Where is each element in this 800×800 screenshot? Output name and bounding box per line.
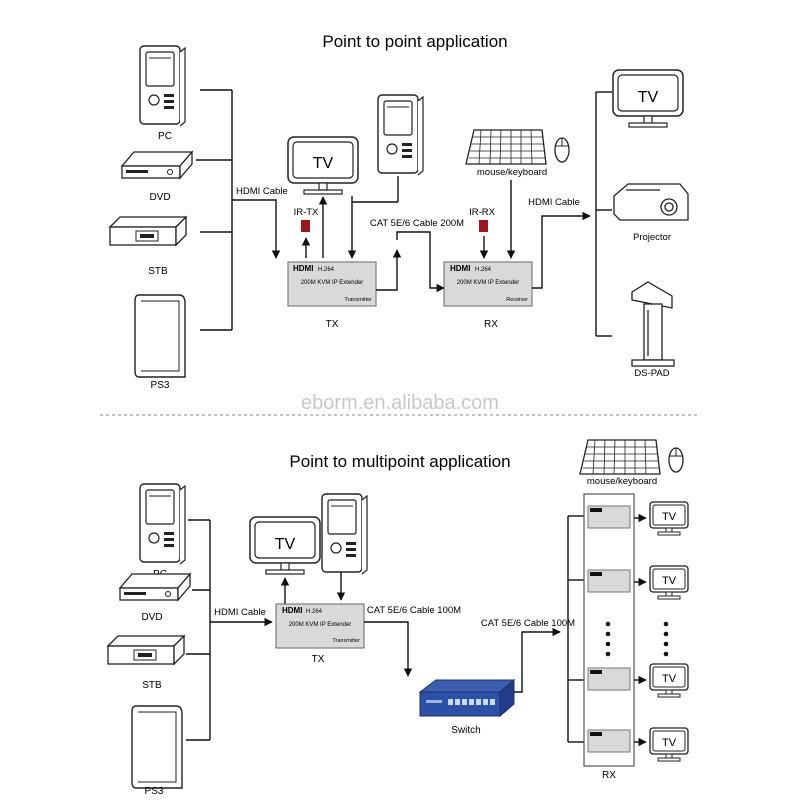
pc-icon-bottom [139, 483, 186, 565]
source-label-stb: STB [148, 266, 168, 277]
svg-text:H.264: H.264 [475, 267, 492, 273]
stb-icon-bottom [107, 635, 185, 665]
svg-text:HDMI: HDMI [282, 606, 302, 615]
top-output-bus [532, 91, 612, 337]
bottom-local-pc-icon [321, 493, 368, 575]
switch-label: Switch [451, 725, 480, 736]
rx-tv-label-2: TV [662, 575, 677, 587]
bottom-cat-cable-2 [514, 515, 584, 743]
svg-text:200M KVM IP Extender: 200M KVM IP Extender [289, 622, 352, 628]
output-label-projector: Projector [633, 232, 671, 243]
top-mouse-keyboard-label: mouse/keyboard [477, 167, 547, 178]
ir-tx-label: IR-TX [294, 207, 319, 218]
source-label-ps3-bottom: PS3 [145, 786, 164, 797]
svg-text:HDMI: HDMI [450, 264, 470, 273]
rx-label: RX [484, 319, 498, 330]
rx-rack [583, 493, 635, 767]
local-pc-icon [377, 94, 424, 176]
svg-text:H.264: H.264 [306, 609, 323, 615]
rx-tv-label-1: TV [662, 511, 677, 523]
ir-rx-sensor [479, 220, 488, 232]
top-tx-links [301, 176, 399, 259]
source-label-dvd: DVD [149, 192, 170, 203]
rx-tv-label-4: TV [662, 737, 677, 749]
projector-icon [613, 183, 689, 221]
bottom-tx-links [280, 572, 346, 604]
svg-text:Transmitter: Transmitter [344, 297, 372, 303]
bottom-tx-box: HDMI H.264 200M KVM IP Extender Transmit… [275, 603, 365, 649]
bottom-hdmi-cable-in: HDMI Cable [214, 607, 266, 618]
rx-units [587, 505, 631, 753]
ps3-icon-bottom [131, 705, 183, 789]
bottom-cat-cable-1 [364, 621, 413, 677]
top-tx-box: HDMI H.264 200M KVM IP Extender Transmit… [287, 261, 377, 307]
bottom-cat-cable-2-label: CAT 5E/6 Cable 100M [481, 618, 575, 629]
top-title: Point to point application [322, 32, 507, 51]
source-label-stb-bottom: STB [142, 680, 162, 691]
rx-tv-label-3: TV [662, 673, 677, 685]
rx-tv-ellipsis [663, 621, 669, 657]
bottom-tx-label: TX [312, 654, 325, 665]
source-label-ps3: PS3 [151, 380, 170, 391]
svg-text:H.264: H.264 [318, 267, 335, 273]
top-source-bus [196, 89, 281, 331]
source-label-dvd-bottom: DVD [141, 612, 162, 623]
svg-text:200M KVM IP Extender: 200M KVM IP Extender [457, 280, 520, 286]
keyboard-mouse-icon [465, 129, 570, 165]
svg-text:200M KVM IP Extender: 200M KVM IP Extender [301, 280, 364, 286]
svg-text:Receiver: Receiver [506, 297, 528, 303]
tx-label: TX [326, 319, 339, 330]
top-cat-cable [376, 231, 445, 293]
bottom-keyboard-mouse-icon [579, 439, 684, 475]
bottom-source-bus [186, 519, 273, 741]
pc-icon [139, 45, 186, 127]
local-tv-screen-label: TV [313, 155, 334, 172]
bottom-cat-cable-1-label: CAT 5E/6 Cable 100M [367, 605, 461, 616]
source-label-pc: PC [158, 131, 172, 142]
top-rx-box: HDMI H.264 200M KVM IP Extender Receiver [443, 261, 533, 307]
rx-to-tv-links [634, 513, 647, 747]
ir-rx-label: IR-RX [469, 207, 496, 218]
output-label-ds-pad: DS-PAD [634, 368, 669, 379]
top-rx-links [479, 180, 516, 259]
watermark: eborm.en.alibaba.com [301, 392, 499, 414]
ir-tx-sensor [301, 220, 310, 232]
dvd-icon-bottom [119, 573, 191, 601]
bottom-local-tv-screen-label: TV [275, 536, 296, 553]
svg-text:HDMI: HDMI [293, 264, 313, 273]
bottom-rx-label: RX [602, 770, 616, 781]
top-cat-cable-label: CAT 5E/6 Cable 200M [370, 218, 464, 229]
ds-pad-icon [631, 281, 675, 367]
output-tv-screen-label: TV [638, 89, 659, 106]
top-hdmi-cable-out: HDMI Cable [528, 197, 580, 208]
bottom-title: Point to multipoint application [289, 452, 510, 471]
network-switch-icon [418, 678, 516, 718]
stb-icon [109, 216, 187, 246]
top-hdmi-cable-in: HDMI Cable [236, 186, 288, 197]
bottom-mouse-keyboard-label: mouse/keyboard [587, 476, 657, 487]
dvd-icon [121, 151, 193, 179]
svg-text:Transmitter: Transmitter [332, 638, 360, 644]
ps3-icon [134, 294, 186, 378]
